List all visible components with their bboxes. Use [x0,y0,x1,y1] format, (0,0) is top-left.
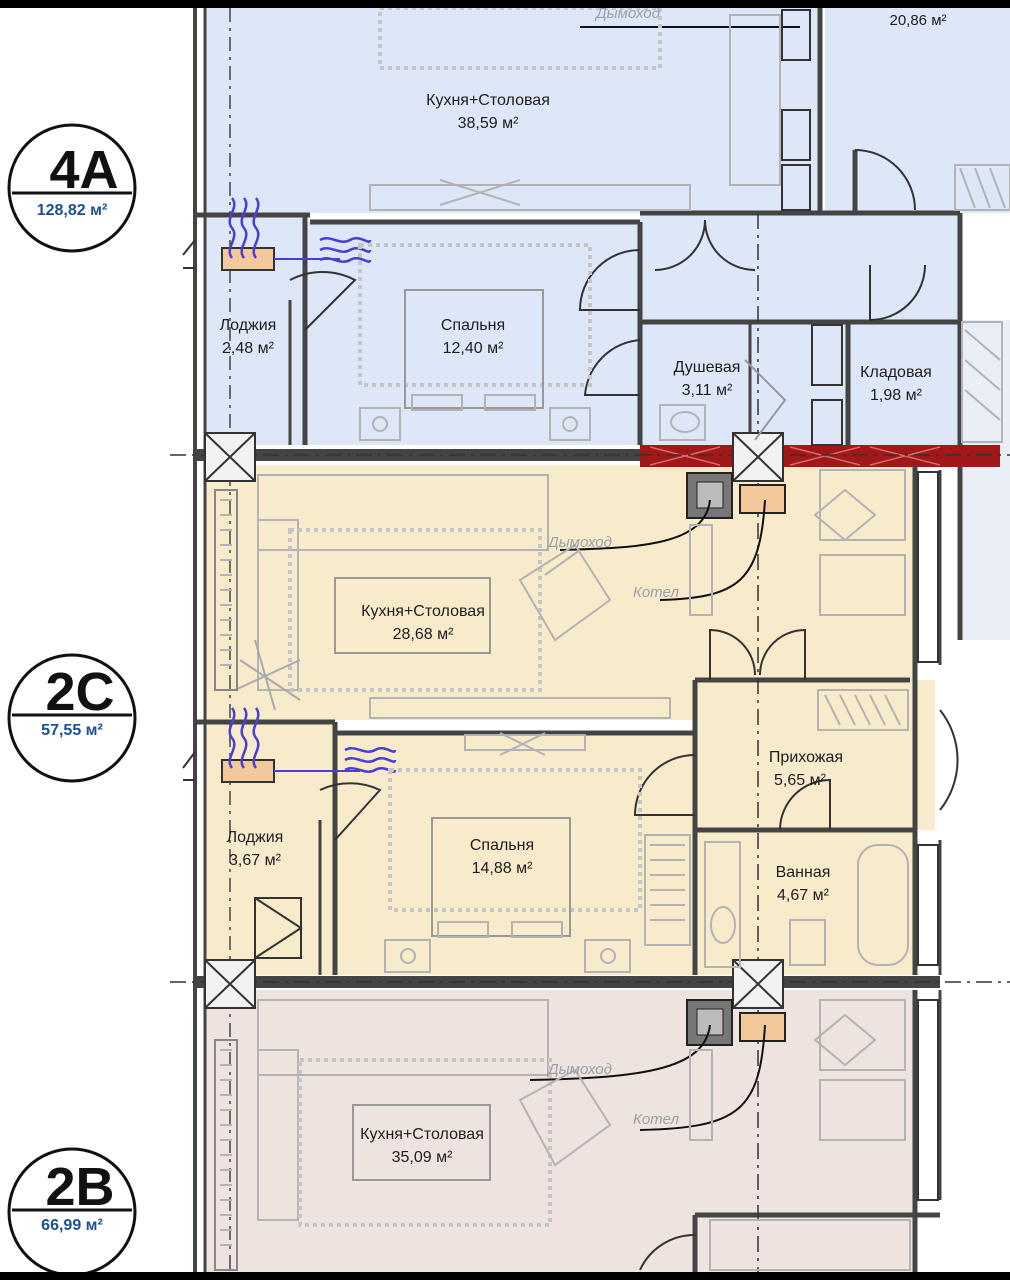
chimney-label-2c: Дымоход [546,534,612,551]
bedroom-4a-area: 12,40 м² [443,340,504,357]
loggia-4a-name: Лоджия [220,317,277,334]
chimney-boiler-2b [529,999,786,1131]
storage-4a-name: Кладовая [860,364,932,381]
bedroom-4a-name: Спальня [441,317,505,334]
shower-4a-name: Душевая [674,359,741,376]
kitchen-4a-area: 38,59 м² [458,115,519,132]
boiler-label-2c: Котел [633,584,680,601]
walls-2c [195,465,942,975]
boiler-label-2b: Котел [633,1111,680,1128]
badge-2c-area: 57,55 м² [41,722,103,739]
hall-2c-name: Прихожая [769,749,843,766]
badge-4a-area: 128,82 м² [37,202,108,219]
apartment-2b-fill [205,990,915,1272]
badge-2c-code: 2С [45,662,114,722]
loggia-4a-area: 2,48 м² [222,340,275,357]
badge-2b-code: 2В [45,1157,114,1217]
door-swings [182,149,959,1271]
bedroom-2c-area: 14,88 м² [472,860,533,877]
kitchen-2c-area: 28,68 м² [393,626,454,643]
furniture [214,6,1010,1271]
chimney-boiler-2c [559,472,786,601]
badge-4a-code: 4А [49,140,118,200]
shower-4a-area: 3,11 м² [682,382,733,399]
ac-unit-4a [221,197,372,271]
loggia-2c-name: Лоджия [227,829,284,846]
badge-4a: 4А 128,82 м² [7,123,137,253]
walls-2b [692,990,942,1272]
badge-2b: 2В 66,99 м² [7,1147,137,1277]
loggia-2c-area: 3,67 м² [229,852,282,869]
walls-4a [195,8,963,640]
kitchen-4a-name: Кухня+Столовая [426,92,550,109]
ventilation-shafts [204,432,784,1009]
ac-unit-2c [221,707,397,783]
axis-lines [170,213,1010,1272]
bedroom-2c-name: Спальня [470,837,534,854]
bath-2c-area: 4,67 м² [777,887,830,904]
bath-2c-name: Ванная [776,864,831,881]
chimney-label-4a: Дымоход [594,5,660,22]
room-labels: 20,86 м² Дымоход Кухня+Столовая 38,59 м²… [220,5,947,1166]
chimney-label-2b: Дымоход [546,1061,612,1078]
fire-wall [640,445,1000,467]
badge-2b-area: 66,99 м² [41,1217,103,1234]
storage-4a-area: 1,98 м² [870,387,923,404]
kitchen-2c-name: Кухня+Столовая [361,603,485,620]
hall-2c-area: 5,65 м² [774,772,827,789]
badge-2c: 2С 57,55 м² [7,653,137,783]
kitchen-2b-area: 35,09 м² [392,1149,453,1166]
kitchen-2b-name: Кухня+Столовая [360,1126,484,1143]
top-right-area: 20,86 м² [889,12,946,29]
